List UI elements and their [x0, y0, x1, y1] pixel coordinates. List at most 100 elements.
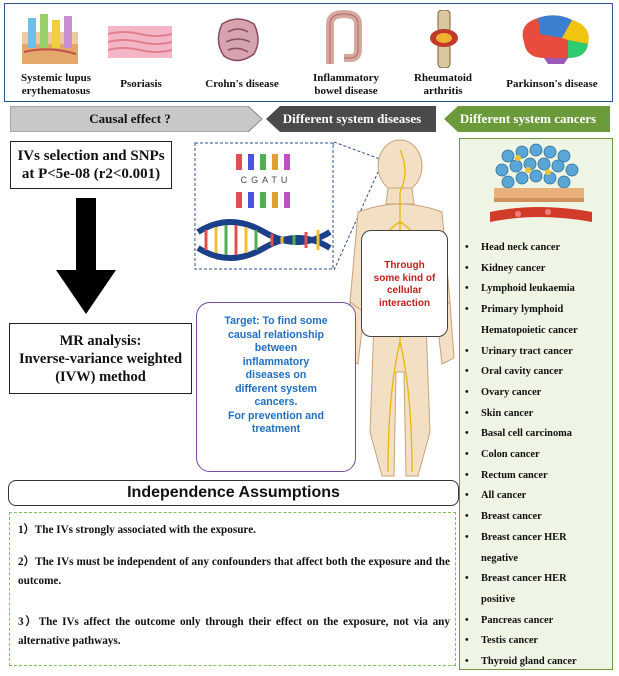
cancer-name: Head neck cancer — [481, 242, 561, 253]
mr-analysis-box: MR analysis: Inverse-variance weighted (… — [9, 323, 192, 394]
causal-banner-label: Causal effect ? — [89, 111, 171, 126]
disease-label-line: bowel disease — [314, 85, 378, 97]
target-line: different system — [235, 382, 317, 395]
cancer-name: Breast cancer HER — [481, 573, 567, 585]
cancer-list-item: •Pancreas cancer — [465, 614, 610, 627]
ivs-line: IVs selection and SNPs — [17, 148, 165, 164]
bullet-icon: • — [465, 614, 469, 626]
disease-label-parkinsons: Parkinson's disease — [494, 78, 610, 91]
bullet-icon: • — [465, 531, 469, 543]
lupus-icon — [22, 14, 78, 64]
ivs-selection-box: IVs selection and SNPs at P<5e-08 (r2<0.… — [10, 141, 172, 189]
cancer-name: Testis cancer — [481, 635, 539, 647]
interaction-line: interaction — [378, 297, 431, 309]
disease-label-line: Psoriasis — [120, 78, 162, 90]
bullet-icon: • — [465, 345, 469, 357]
bullet-icon: • — [465, 428, 469, 440]
bullet-icon: • — [465, 573, 469, 585]
cancer-name: Rectum cancer — [481, 469, 548, 481]
cancer-list-item: •Lymphoid leukaemia — [465, 282, 610, 295]
disease-label-line: erythematosus — [21, 85, 91, 97]
bullet-icon: • — [465, 283, 469, 295]
cancer-name: Skin cancer — [481, 407, 534, 419]
dna-letter: T — [271, 175, 281, 185]
diseases-banner — [266, 106, 436, 132]
dna-letter: C — [240, 175, 252, 185]
bullet-icon: • — [465, 635, 469, 647]
target-line: inflammatory — [242, 355, 310, 368]
bullet-icon: • — [465, 407, 469, 419]
dna-letters: CGATU — [236, 175, 296, 185]
cancer-name: Breast cancer — [481, 511, 542, 523]
cancer-name: Oral cavity cancer — [481, 366, 563, 378]
dna-letter: U — [280, 175, 292, 185]
bullet-icon: • — [465, 304, 469, 316]
cancer-list-item: •Primary lymphoid — [465, 303, 610, 316]
nucleotide-row — [236, 154, 290, 170]
cancer-name: Basal cell carcinoma — [481, 428, 572, 440]
dna-letter: G — [251, 175, 263, 185]
mr-line: Inverse-variance weighted — [18, 351, 183, 367]
cancers-banner-label: Different system cancers — [459, 111, 597, 126]
bullet-icon: • — [465, 262, 469, 274]
cancer-name: Thyroid gland cancer — [481, 656, 577, 667]
disease-label-line: arthritis — [423, 85, 463, 97]
tumor-cells-icon — [490, 143, 592, 222]
assumption-item: 3）The IVs affect the outcome only throug… — [18, 616, 450, 647]
disease-label-line: Rheumatoid — [413, 72, 473, 84]
cancer-name: Urinary tract cancer — [481, 345, 573, 357]
disease-label-line: Crohn's disease — [205, 78, 279, 90]
cancer-list-item: • Ovary cancer — [465, 386, 610, 399]
intestine-icon — [217, 18, 259, 62]
interaction-line: Through — [384, 260, 425, 271]
assumption-item: 2）The IVs must be independent of any con… — [18, 556, 450, 587]
cancer-list-item: • Skin cancer — [465, 407, 610, 420]
cancer-list-item: • Head neck cancer — [465, 241, 610, 254]
cancer-list-item: •Oral cavity cancer — [465, 365, 610, 378]
mr-line: MR analysis: — [59, 333, 142, 349]
cancer-list-item: • Testis cancer — [465, 634, 610, 647]
cancer-name: Kidney cancer — [481, 262, 546, 274]
disease-label-ra: Rheumatoid arthritis — [402, 72, 484, 98]
target-line: causal relationship — [228, 328, 324, 341]
diseases-banner-label: Different system diseases — [282, 111, 422, 126]
target-line: Target: To find some — [224, 315, 328, 327]
joint-icon — [430, 10, 458, 68]
disease-label-line: Inflammatory — [313, 72, 379, 84]
bullet-icon: • — [465, 386, 469, 398]
cancers-banner — [444, 106, 610, 132]
cancer-list-item: •Rectum cancer — [465, 469, 610, 482]
cancer-name: Ovary cancer — [481, 386, 542, 398]
bullet-icon: • — [465, 449, 469, 460]
cancer-list-item: • Urinary tract cancer — [465, 345, 610, 358]
disease-label-lupus: Systemic lupus erythematosus — [8, 72, 104, 98]
target-line: between — [254, 342, 298, 354]
cancer-name: Breast cancer HER — [481, 531, 567, 543]
bullet-icon: • — [465, 511, 469, 523]
cancer-name-continued: Hematopoietic cancer — [481, 324, 578, 336]
cancer-list-item: • Colon cancer — [465, 448, 610, 461]
cancer-name: All cancer — [481, 490, 527, 502]
mr-line: (IVW) method — [55, 369, 146, 385]
skin-icon — [108, 26, 172, 58]
cancer-list-item: • Kidney cancer — [465, 262, 610, 275]
banner-row — [10, 106, 610, 132]
bullet-icon: • — [465, 242, 469, 253]
dna-base-pairs — [204, 225, 320, 255]
dna-panel — [194, 142, 334, 270]
disease-label-line: Parkinson's disease — [506, 78, 598, 90]
cancer-list-panel — [459, 138, 613, 670]
cancer-list-item: • Breast cancer HER — [465, 572, 610, 585]
cancer-name-continued: positive — [481, 593, 516, 605]
cancer-list-item: •Thyroid gland cancer — [465, 655, 610, 668]
dna-strand — [196, 235, 332, 261]
interaction-line: some kind of — [373, 272, 436, 284]
cancer-list-item: • Basal cell carcinoma — [465, 427, 610, 440]
disease-label-crohns: Crohn's disease — [194, 78, 290, 91]
target-box: Target: To find some causal relationship… — [196, 302, 356, 472]
disease-panel — [4, 3, 613, 102]
target-line: cancers. — [254, 396, 298, 408]
target-line: For prevention and — [228, 409, 324, 422]
cancer-name: Colon cancer — [481, 449, 540, 460]
